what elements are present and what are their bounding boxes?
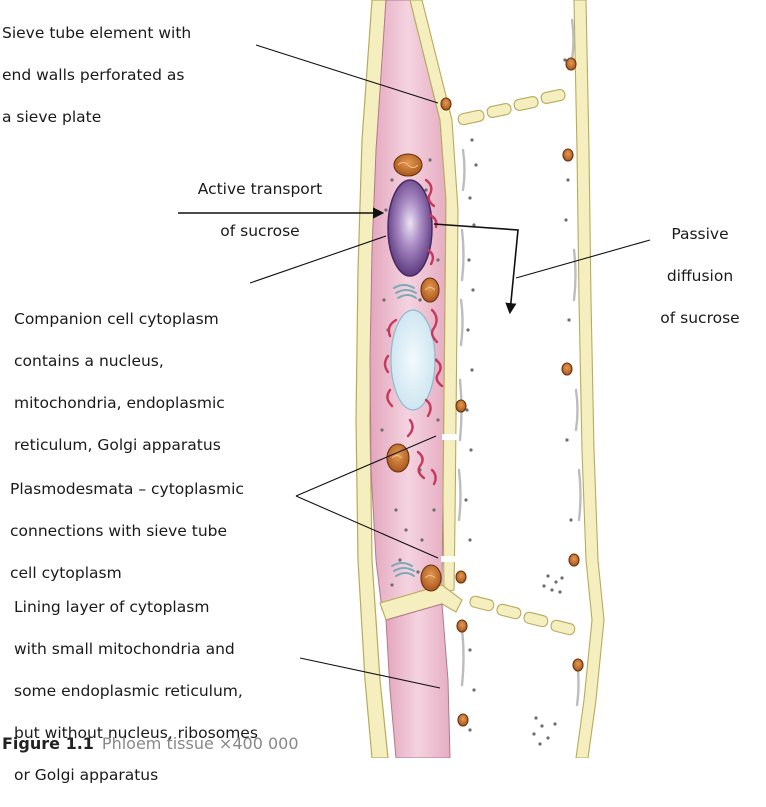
upper-sieve-plate	[457, 89, 566, 126]
figure-title: Phloem tissue ×400 000	[102, 734, 299, 753]
label-sieve-tube-element: Sieve tube element with end walls perfor…	[2, 2, 191, 149]
label-companion-cell: Companion cell cytoplasm contains a nucl…	[14, 288, 225, 477]
label-lining-layer: Lining layer of cytoplasm with small mit…	[14, 576, 258, 807]
lower-sieve-plate	[469, 595, 576, 635]
figure-caption: Figure 1.1 Phloem tissue ×400 000	[2, 734, 299, 753]
sieve-tube-right-wall	[574, 0, 604, 758]
nucleus	[388, 180, 432, 276]
vacuole	[391, 310, 435, 410]
label-passive-diffusion: Passive diffusion of sucrose	[644, 203, 756, 350]
lower-companion-cell	[386, 604, 450, 758]
figure-number: Figure 1.1	[2, 734, 94, 753]
label-active-transport: Active transport of sucrose	[178, 158, 342, 263]
